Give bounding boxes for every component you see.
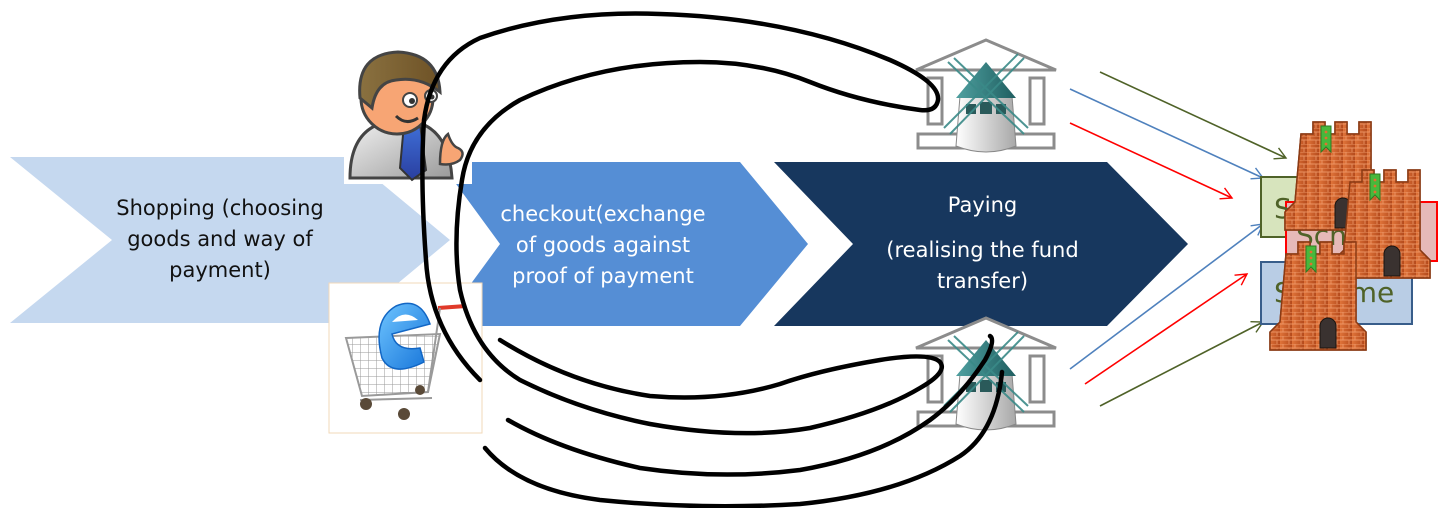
loop-lower xyxy=(482,369,1005,508)
step-checkout-line-2: of goods against xyxy=(515,233,691,257)
arrow-red-bottom xyxy=(1084,273,1249,385)
step-paying-line-1: (realising the fund xyxy=(886,238,1079,262)
arrow-blue-bottom xyxy=(1069,223,1265,370)
hand-drawn-loops xyxy=(420,11,1005,508)
arrow-green-bottom xyxy=(1099,321,1265,407)
scheme-label-3-prefix: S xyxy=(1274,276,1292,309)
step-paying-label: Paying (realising the fund transfer) xyxy=(860,190,1105,297)
arrow-green-top xyxy=(1099,71,1288,160)
businessman-icon xyxy=(344,46,472,184)
arrow-red-top xyxy=(1069,122,1234,200)
loop-inner-bottom xyxy=(505,333,995,477)
step-checkout-line-1: checkout(exchange xyxy=(500,202,706,226)
scheme-label-2: Sch xyxy=(1296,219,1347,252)
step-checkout-line-3: proof of payment xyxy=(512,264,694,288)
step-paying-chevron xyxy=(774,162,1188,326)
step-checkout-chevron xyxy=(440,162,808,326)
scheme-label-3-suffix: me xyxy=(1349,276,1395,309)
step-shopping-line-2: goods and way of xyxy=(127,227,313,251)
step-paying-line-2: transfer) xyxy=(936,269,1029,293)
loop-outer-top xyxy=(420,11,944,436)
step-paying-title: Paying xyxy=(947,193,1018,217)
step-shopping-line-3: payment) xyxy=(169,258,271,282)
step-checkout-label: checkout(exchange of goods against proof… xyxy=(478,199,728,292)
step-shopping-chevron xyxy=(10,157,450,323)
scheme-label-1: S xyxy=(1274,192,1292,225)
step-shopping-label: Shopping (choosing goods and way of paym… xyxy=(90,193,350,286)
arrow-blue-top xyxy=(1069,88,1265,180)
step-shopping-line-1: Shopping (choosing xyxy=(116,196,324,220)
